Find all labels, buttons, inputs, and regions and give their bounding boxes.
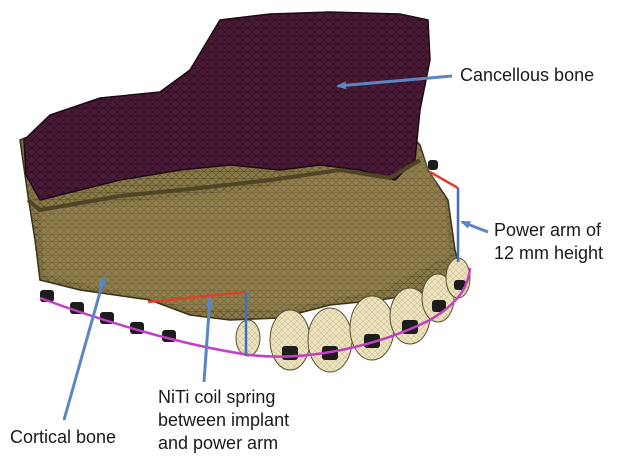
label-cortical-bone-text: Cortical bone (10, 426, 116, 449)
label-niti-line-2: between implant (158, 409, 289, 432)
tooth (270, 310, 310, 370)
label-power-arm-line-2: 12 mm height (494, 242, 603, 265)
label-niti-line-3: and power arm (158, 432, 289, 455)
arrow-power-arm (462, 222, 488, 232)
label-niti-coil-spring: NiTi coil spring between implant and pow… (158, 386, 289, 455)
tooth (236, 320, 260, 356)
tooth (308, 308, 352, 372)
bracket (428, 160, 438, 170)
label-power-arm-line-1: Power arm of (494, 219, 603, 242)
label-cortical-bone: Cortical bone (10, 426, 116, 449)
tooth (350, 296, 394, 360)
label-cancellous-bone: Cancellous bone (460, 64, 594, 87)
tooth (446, 258, 470, 298)
arrow-cortical (64, 278, 104, 420)
label-niti-line-1: NiTi coil spring (158, 386, 289, 409)
label-cancellous-bone-text: Cancellous bone (460, 64, 594, 87)
label-power-arm: Power arm of 12 mm height (494, 219, 603, 265)
bracket (282, 346, 298, 360)
